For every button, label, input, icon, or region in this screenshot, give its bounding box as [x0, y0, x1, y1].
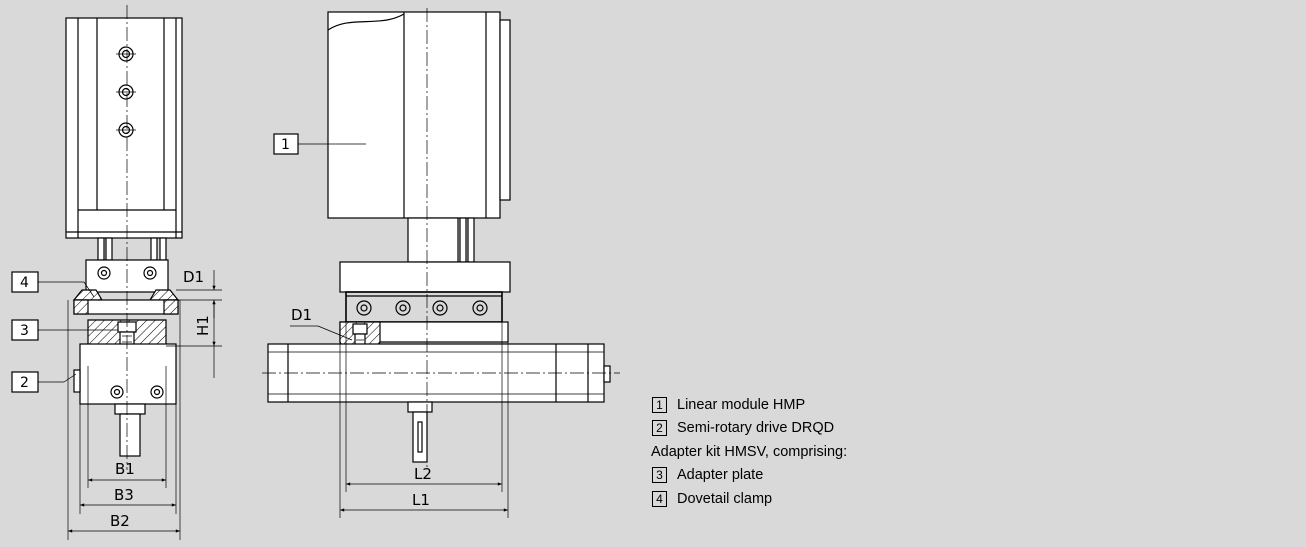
legend-text: Dovetail clamp — [677, 490, 773, 507]
svg-text:3: 3 — [20, 323, 29, 339]
screw-icon — [356, 300, 372, 316]
screw-icon — [472, 300, 488, 316]
screw-icon — [395, 300, 411, 316]
screw-icon — [97, 266, 111, 280]
screw-icon — [150, 385, 164, 399]
screw-icon — [110, 385, 124, 399]
screw-icon — [143, 266, 157, 280]
screw-icon — [116, 122, 136, 138]
dimension-d1-right: D1 — [291, 306, 312, 324]
screw-icon — [116, 46, 136, 62]
legend-number-box: 2 — [652, 420, 667, 437]
side-view — [38, 5, 222, 540]
svg-text:1: 1 — [281, 137, 290, 153]
legend-number-box: 3 — [652, 467, 667, 484]
dimension-l2: L2 — [414, 465, 432, 483]
legend-text: Adapter plate — [677, 467, 764, 484]
callout-3: 3 — [11, 319, 39, 341]
callout-4: 4 — [11, 271, 39, 293]
legend-number-box: 1 — [652, 396, 667, 413]
callout-2: 2 — [11, 371, 39, 393]
dimension-l1: L1 — [412, 491, 430, 509]
svg-text:2: 2 — [20, 375, 29, 391]
dimension-b3: B3 — [114, 486, 134, 504]
legend-item: Adapter kit HMSV, comprising: — [651, 440, 847, 464]
legend-item: 4 Dovetail clamp — [651, 487, 847, 511]
legend-item: 3 Adapter plate — [651, 464, 847, 488]
svg-text:4: 4 — [20, 275, 29, 291]
callout-1: 1 — [273, 133, 299, 155]
dimension-h1: H1 — [194, 315, 212, 336]
legend-item: 1 Linear module HMP — [651, 393, 847, 417]
legend: 1 Linear module HMP 2 Semi-rotary drive DRQ… — [651, 393, 847, 511]
legend-item: 2 Semi-rotary drive DRQD — [651, 417, 847, 441]
dimension-b1: B1 — [115, 460, 135, 478]
dimension-b2: B2 — [110, 512, 130, 530]
legend-number-box: 4 — [652, 490, 667, 507]
legend-text: Linear module HMP — [677, 396, 806, 413]
legend-text: Semi-rotary drive DRQD — [677, 420, 835, 437]
front-view — [262, 8, 620, 518]
legend-text: Adapter kit HMSV, comprising: — [651, 443, 848, 460]
screw-icon — [432, 300, 448, 316]
dimension-d1-left: D1 — [183, 268, 204, 286]
screw-icon — [116, 84, 136, 100]
